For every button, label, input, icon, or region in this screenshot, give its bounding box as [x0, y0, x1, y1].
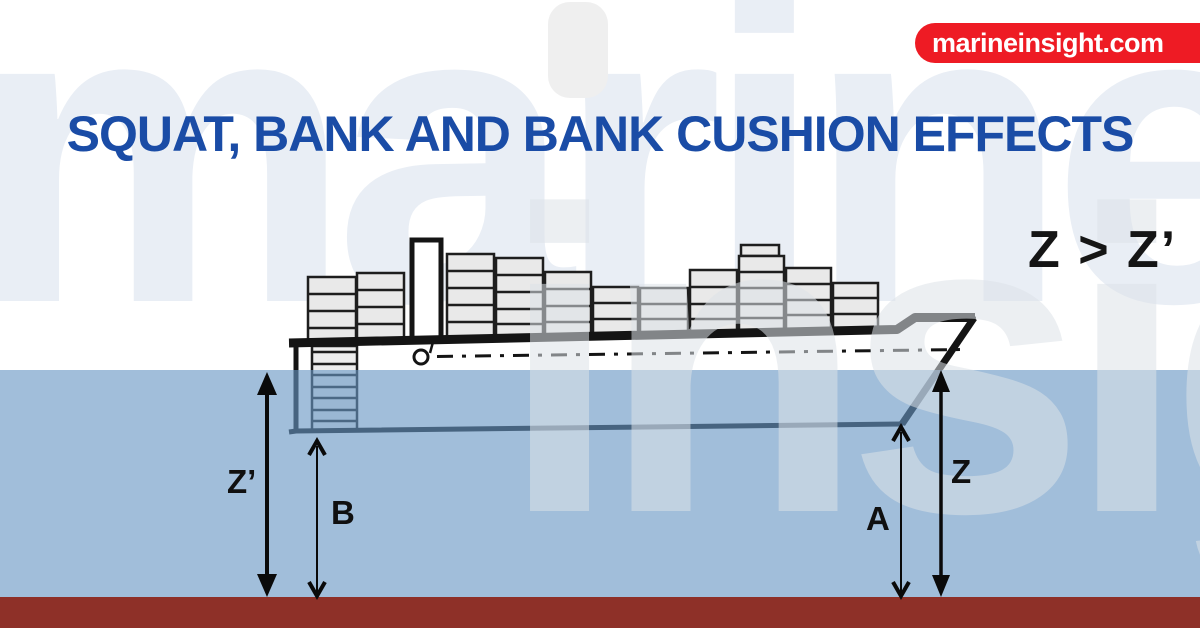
site-badge: marineinsight.com [915, 23, 1200, 63]
label-b: B [331, 494, 355, 531]
water [0, 370, 1200, 597]
site-badge-label: marineinsight.com [932, 27, 1164, 58]
arrow-z [932, 370, 950, 597]
arrow-b [307, 436, 327, 601]
watermark-letter-dot [548, 2, 608, 98]
label-a: A [866, 500, 890, 537]
label-z: Z [951, 453, 972, 490]
draft-dashdot-line [412, 341, 963, 366]
container-stacks [306, 243, 880, 344]
label-z-prime: Z’ [227, 463, 257, 500]
arrow-z-prime [257, 372, 277, 597]
page-title: SQUAT, BANK AND BANK CUSHION EFFECTS [66, 106, 1135, 162]
seabed [0, 597, 1200, 628]
relation-note: Z > Z’ [1028, 221, 1178, 279]
arrow-a [891, 422, 911, 601]
